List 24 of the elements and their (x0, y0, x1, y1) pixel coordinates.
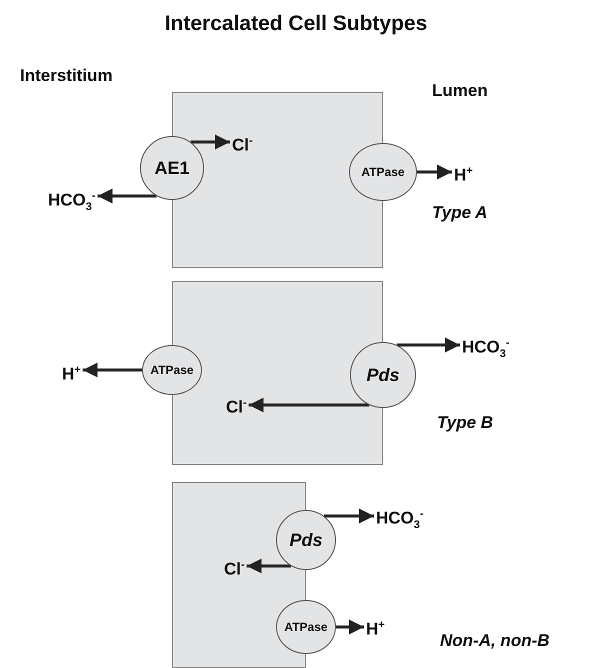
transporter-circle: ATPase (349, 143, 417, 201)
cell-type-label: Type B (437, 413, 494, 433)
ion-label: H$^{+}$ (366, 615, 385, 640)
arrow (324, 508, 374, 524)
region-label: Interstitium (20, 66, 113, 86)
arrow (417, 164, 452, 180)
transporter-circle: ATPase (276, 600, 336, 654)
ion-label: Cl$^{-}$ (226, 393, 247, 418)
arrow (98, 188, 156, 204)
arrow (246, 558, 292, 574)
arrow (248, 398, 370, 412)
region-label: Lumen (432, 81, 488, 101)
ion-label: H$^{+}$ (454, 161, 473, 186)
arrow (336, 620, 364, 634)
arrow (396, 338, 460, 352)
arrow (82, 362, 142, 378)
ion-label: Cl$^{-}$ (232, 131, 253, 156)
ion-label: Cl$^{-}$ (224, 555, 245, 580)
arrow (190, 134, 230, 150)
diagram-title: Intercalated Cell Subtypes (164, 12, 428, 36)
cell-type-label: Type A (432, 203, 488, 223)
transporter-circle: ATPase (142, 345, 202, 395)
ion-label: H$^{+}$ (62, 360, 81, 385)
cell-type-label: Non-A, non-B (440, 631, 550, 651)
